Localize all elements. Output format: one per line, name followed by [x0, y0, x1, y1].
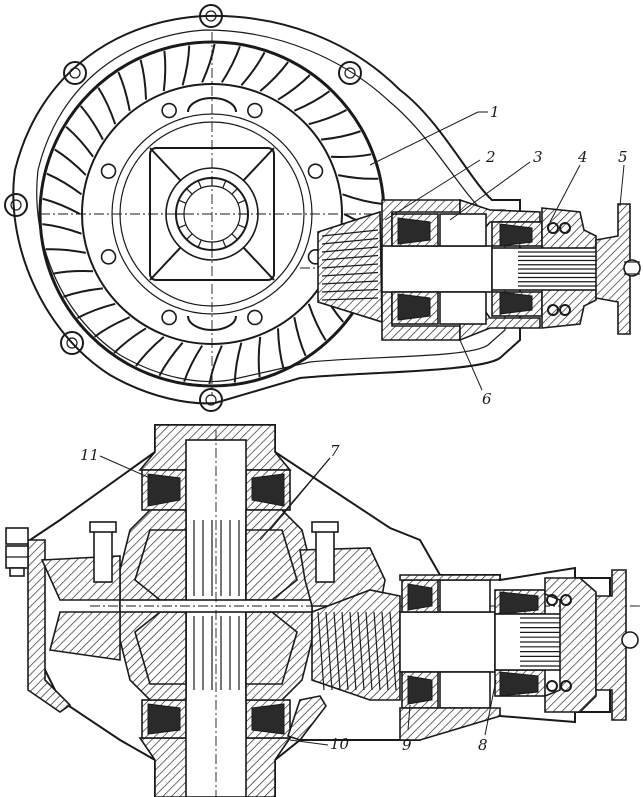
outer-bearing-lower: [494, 589, 546, 697]
axle-shaft-splines: [193, 520, 240, 690]
callout-label-4: 4: [577, 148, 588, 166]
ring-gear-tooth: [308, 109, 347, 126]
companion-flange-lower: [595, 569, 627, 721]
ring-gear-tooth: [342, 193, 382, 205]
flange-nut: [623, 259, 641, 277]
bolt-hole-left: [4, 193, 28, 217]
ring-gear-tooth: [277, 74, 311, 101]
ring-gear-tooth: [259, 61, 289, 92]
ring-gear-bolt-left: [89, 521, 117, 583]
ring-gear-tooth: [77, 302, 116, 319]
ring-gear-tooth: [45, 248, 87, 254]
ring-gear-tooth: [42, 223, 82, 235]
ring-gear-tooth: [183, 345, 203, 383]
ring-gear-tooth: [162, 50, 167, 92]
seal-cover-lower: [544, 577, 597, 713]
ring-gear-tooth: [42, 197, 81, 215]
outer-tapered-bearing: [491, 221, 543, 317]
ring-gear-tooth: [257, 336, 262, 378]
ring-bolt-hole: [161, 102, 177, 119]
seal-rollers: [547, 222, 571, 316]
ring-gear-tooth: [79, 105, 104, 141]
ring-gear-tooth: [330, 153, 372, 158]
callout-label-6: 6: [482, 390, 492, 408]
ring-gear-tooth: [54, 148, 87, 176]
ring-gear-tooth: [135, 336, 165, 367]
bottom-view: [5, 424, 640, 797]
ring-gear-tooth: [63, 287, 104, 298]
differential-bearing-upper: [141, 469, 291, 511]
ring-gear-bolt-right: [311, 521, 339, 583]
ring-bolt-hole: [161, 309, 177, 326]
ring-bolt-hole: [307, 163, 324, 179]
cover-bolt-left: [5, 527, 29, 577]
side-gear-lower: [134, 611, 187, 685]
housing-inner-wall: [36, 29, 506, 383]
bolt-hole-bottom: [199, 388, 223, 412]
ring-gear-tooth: [201, 43, 216, 83]
ring-gear-tooth: [65, 126, 94, 158]
ring-gear-tooth: [181, 45, 191, 86]
callouts: 1 2 3 4 5 6 7 8 9 10 11: [80, 103, 628, 754]
housing-flange-outline: [12, 14, 521, 405]
flange-bolts: [4, 4, 362, 412]
ring-gear-tooth: [277, 328, 285, 369]
pinion-teeth: [321, 229, 379, 301]
ring-gear-tooth: [52, 270, 94, 275]
companion-flange: [595, 203, 631, 335]
callout-label-8: 8: [478, 736, 488, 754]
flange-nut-lower: [621, 631, 639, 649]
seal-rollers-lower: [546, 594, 572, 692]
ring-gear-tooth: [117, 71, 131, 111]
callout-label-1: 1: [490, 103, 500, 121]
ring-gear-tooth: [139, 59, 147, 100]
ring-gear-tooth: [293, 90, 331, 112]
ring-gear-tooth: [97, 87, 117, 125]
ring-gear-tooth: [233, 342, 243, 383]
bolt-hole-top: [199, 4, 223, 28]
pinion-teeth-lower: [317, 611, 397, 691]
bolt-hole-lower-left: [60, 331, 84, 355]
housing-cover-left: [27, 539, 72, 713]
pinion-bearing-lower: [401, 579, 439, 709]
callout-label-9: 9: [402, 736, 412, 754]
drain-plug-boss: [286, 695, 327, 741]
ring-bolt-hole: [100, 163, 117, 179]
bearing-spacer: [439, 213, 487, 247]
ring-gear-tooth: [208, 345, 223, 385]
shaft-splines: [518, 251, 596, 287]
inner-roller-bearing: [391, 213, 439, 325]
ring-bolt-hole: [247, 102, 263, 119]
callout-label-5: 5: [618, 148, 628, 166]
pinion-shaft: [381, 245, 493, 293]
ring-bolts: [100, 102, 324, 326]
bolt-hole-upper-left: [63, 61, 87, 85]
ring-gear-tooth: [46, 172, 83, 196]
ring-gear-tooth: [158, 342, 184, 377]
ring-gear-tooth: [113, 327, 147, 354]
callout-label-2: 2: [485, 148, 496, 166]
callout-label-3: 3: [533, 148, 543, 166]
top-view: [4, 4, 641, 412]
bolt-hole-upper-right: [338, 61, 362, 85]
pinion-shaft-lower: [399, 611, 496, 673]
ring-gear-tooth: [337, 174, 379, 180]
differential-bearing-lower: [141, 699, 291, 739]
callout-label-11: 11: [80, 446, 99, 464]
ring-gear-tooth: [240, 51, 266, 86]
ring-gear-tooth: [221, 45, 241, 83]
ring-gear-tooth: [93, 316, 131, 338]
ring-bolt-hole: [100, 249, 117, 265]
callout-label-7: 7: [330, 442, 340, 460]
callout-label-10: 10: [330, 735, 350, 753]
ring-gear-tooth: [307, 303, 327, 341]
ring-gear-tooth: [293, 317, 307, 357]
ring-bolt-hole: [247, 309, 263, 326]
ring-gear-tooth: [320, 130, 361, 141]
